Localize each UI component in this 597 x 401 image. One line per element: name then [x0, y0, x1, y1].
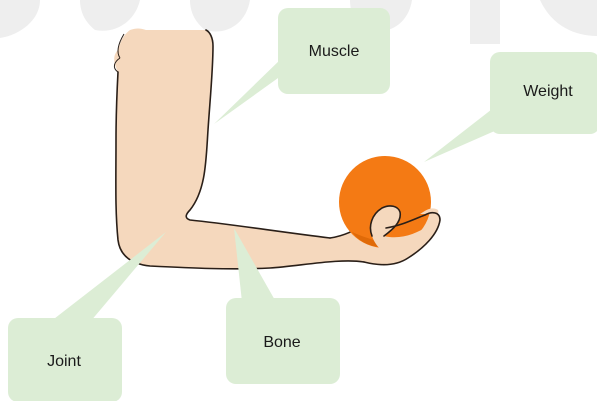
callout-weight: Weight — [424, 52, 597, 162]
callout-pointer — [50, 232, 166, 322]
watermark-shape — [0, 0, 40, 38]
label-bone: Bone — [263, 334, 300, 351]
watermark-shape — [80, 0, 140, 31]
label-joint: Joint — [47, 353, 81, 370]
watermark-shape — [190, 0, 250, 32]
watermark-shape — [470, 0, 500, 44]
callout-joint: Joint — [8, 232, 166, 401]
label-weight: Weight — [523, 83, 573, 100]
watermark-shape — [540, 0, 597, 36]
label-muscle: Muscle — [309, 43, 360, 60]
callout-muscle: Muscle — [214, 8, 390, 124]
